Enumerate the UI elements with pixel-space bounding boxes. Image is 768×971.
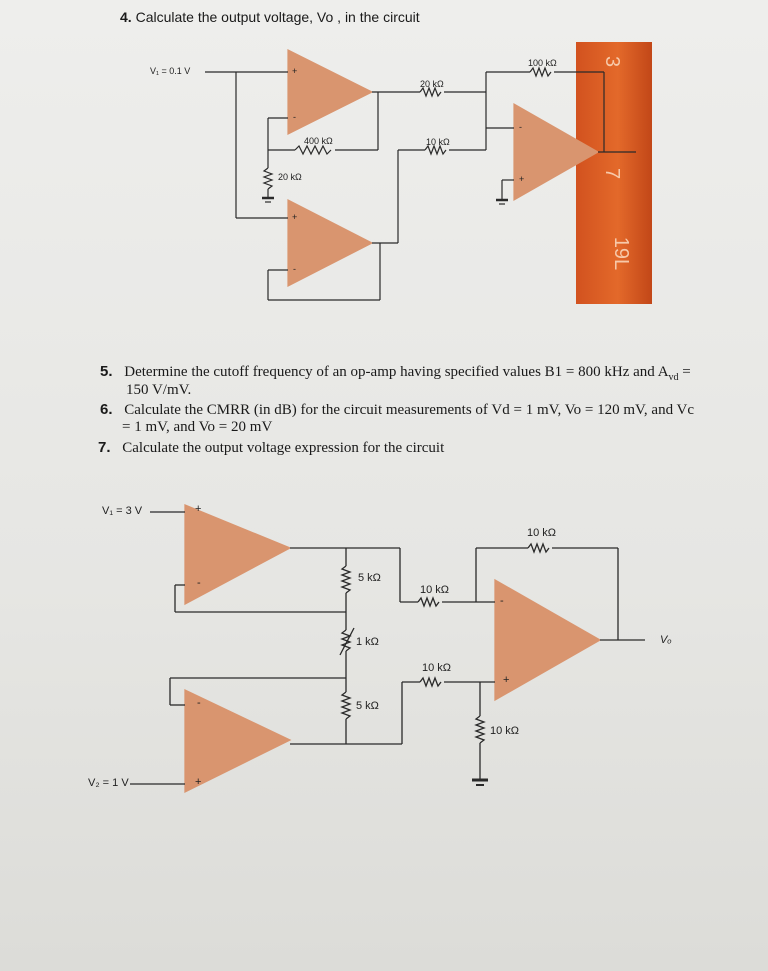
resistor-10k-feedback-label: 10 kΩ [527, 527, 557, 539]
minus-sign: - [293, 264, 296, 274]
plus-sign: + [292, 66, 298, 76]
plus-sign: + [292, 212, 298, 222]
opamp-3 [513, 102, 600, 202]
resistor-20k-label: 20 kΩ [420, 79, 444, 89]
plus-sign: + [503, 674, 510, 686]
question-number: 6. [100, 401, 113, 418]
resistor-10k-ground-label: 10 kΩ [490, 725, 520, 737]
question-text: Calculate the output voltage, Vo , in th… [135, 9, 420, 25]
plus-sign: + [195, 503, 202, 515]
minus-sign: - [500, 595, 504, 607]
vo-output-label: Vₒ [660, 634, 672, 646]
v1-label-circuit2: V₁ = 3 V [102, 505, 143, 517]
question-5-line2: 150 V/mV. [126, 382, 192, 398]
resistor-5k-top-label: 5 kΩ [358, 572, 381, 584]
circuit-1-diagram [205, 49, 636, 301]
opamp-5 [184, 688, 292, 794]
question-5: 5. Determine the cutoff frequency of an … [100, 362, 691, 387]
minus-sign: - [197, 577, 201, 589]
resistor-10k-label: 10 kΩ [426, 137, 450, 147]
resistor-10k-plus-label: 10 kΩ [422, 662, 452, 674]
orange-sticker: 3 7 19L [576, 42, 652, 304]
question-number: 4. [120, 9, 132, 25]
question-text: Calculate the output voltage expression … [122, 440, 445, 456]
resistor-5k-bottom-label: 5 kΩ [356, 700, 379, 712]
question-text-tail: = [678, 364, 691, 380]
question-number: 5. [100, 363, 113, 380]
plus-sign: + [195, 776, 202, 788]
minus-sign: - [197, 697, 201, 709]
resistor-100k-label: 100 kΩ [528, 58, 557, 68]
resistor-10k-input-label: 10 kΩ [420, 584, 450, 596]
v1-label-circuit1: V₁ = 0.1 V [150, 66, 191, 76]
v2-label-circuit2: V₂ = 1 V [88, 777, 129, 789]
subscript: vd [668, 372, 679, 383]
question-number: 7. [98, 439, 111, 456]
opamp-4 [184, 504, 292, 606]
question-6: 6. Calculate the CMRR (in dB) for the ci… [100, 400, 694, 420]
plus-sign: + [519, 174, 525, 184]
minus-sign: - [519, 122, 522, 132]
resistor-20k-shunt-label: 20 kΩ [278, 172, 302, 182]
question-text: Calculate the CMRR (in dB) for the circu… [124, 402, 695, 418]
resistor-1k-label: 1 kΩ [356, 636, 379, 648]
question-text: Determine the cutoff frequency of an op-… [124, 364, 669, 380]
question-7: 7. Calculate the output voltage expressi… [98, 438, 444, 458]
question-6-line2: = 1 mV, and Vo = 20 mV [122, 419, 273, 435]
question-4: 4. Calculate the output voltage, Vo , in… [120, 8, 420, 27]
opamp-1 [287, 49, 374, 135]
opamp-6 [494, 578, 602, 702]
minus-sign: - [293, 112, 296, 122]
opamp-2 [287, 199, 374, 287]
resistor-400k-label: 400 kΩ [304, 136, 333, 146]
